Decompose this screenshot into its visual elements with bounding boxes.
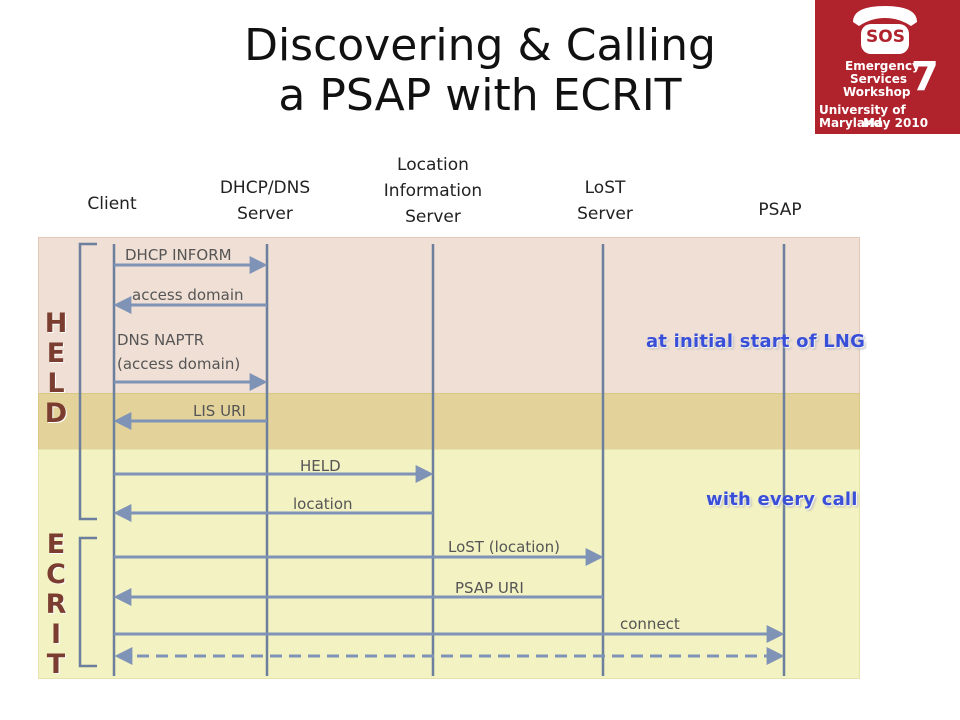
held-letter: D (44, 398, 68, 429)
msg-location: location (293, 495, 353, 513)
held-letter: H (44, 308, 68, 339)
held-bracket (78, 242, 97, 521)
sos-badge: SOS (866, 27, 905, 47)
held-letter: L (47, 368, 65, 399)
msg-connect: connect (620, 615, 680, 633)
ecrit-vertical-label: E C R I T (41, 530, 71, 680)
entity-dhcp-dns-server: DHCP/DNS Server (200, 175, 330, 227)
msg-access-domain: access domain (132, 286, 244, 304)
logo-line4: University of Maryland (819, 103, 906, 130)
note-every-call: with every call (706, 489, 858, 510)
entity-psap: PSAP (758, 200, 802, 220)
entity-lis-line1: Location (397, 155, 469, 175)
ecrit-letter: T (46, 649, 66, 680)
msg-dns-naptr-line2: (access domain) (117, 355, 241, 373)
entity-dhcp-line2: Server (237, 204, 293, 224)
entity-lost-line1: LoST (584, 178, 626, 198)
msg-lost-location: LoST (location) (448, 538, 560, 556)
ecrit-letter: E (46, 529, 66, 560)
logo-line3: Workshop (843, 85, 911, 99)
entity-lost-line2: Server (577, 204, 633, 224)
phone-icon (853, 6, 917, 54)
ecrit-letter: C (46, 559, 66, 590)
logo-line2: Services (850, 72, 908, 86)
entity-lis-line2: Information (383, 181, 483, 201)
msg-dns-naptr-line1: DNS NAPTR (117, 331, 205, 349)
logo-line5: May 2010 (863, 116, 929, 130)
msg-dhcp-inform: DHCP INFORM (125, 246, 232, 264)
ecrit-letter: I (50, 619, 62, 650)
entity-location-information-server: Location Information Server (358, 152, 508, 230)
msg-lis-uri: LIS URI (193, 402, 246, 420)
workshop-logo: SOS Emergency Services Workshop 7 Univer… (815, 0, 960, 134)
ecrit-letter: R (45, 589, 67, 620)
logo-line1: Emergency (845, 59, 920, 73)
msg-psap-uri: PSAP URI (455, 579, 524, 597)
ecrit-bracket (78, 536, 97, 668)
entity-dhcp-line1: DHCP/DNS (219, 178, 311, 198)
ecrit-phase-band (38, 449, 860, 679)
held-phase-band (38, 237, 860, 395)
msg-held: HELD (300, 457, 341, 475)
held-vertical-label: H E L D (41, 309, 71, 429)
entity-client: Client (87, 194, 137, 214)
page-title-line1: Discovering & Calling (244, 20, 716, 71)
note-initial-start: at initial start of LNG (646, 331, 866, 352)
held-letter: E (46, 338, 66, 369)
entity-lis-line3: Server (405, 207, 461, 227)
entity-lost-server: LoST Server (555, 175, 655, 227)
page-title-line2: a PSAP with ECRIT (278, 70, 682, 121)
logo-number: 7 (911, 54, 939, 100)
